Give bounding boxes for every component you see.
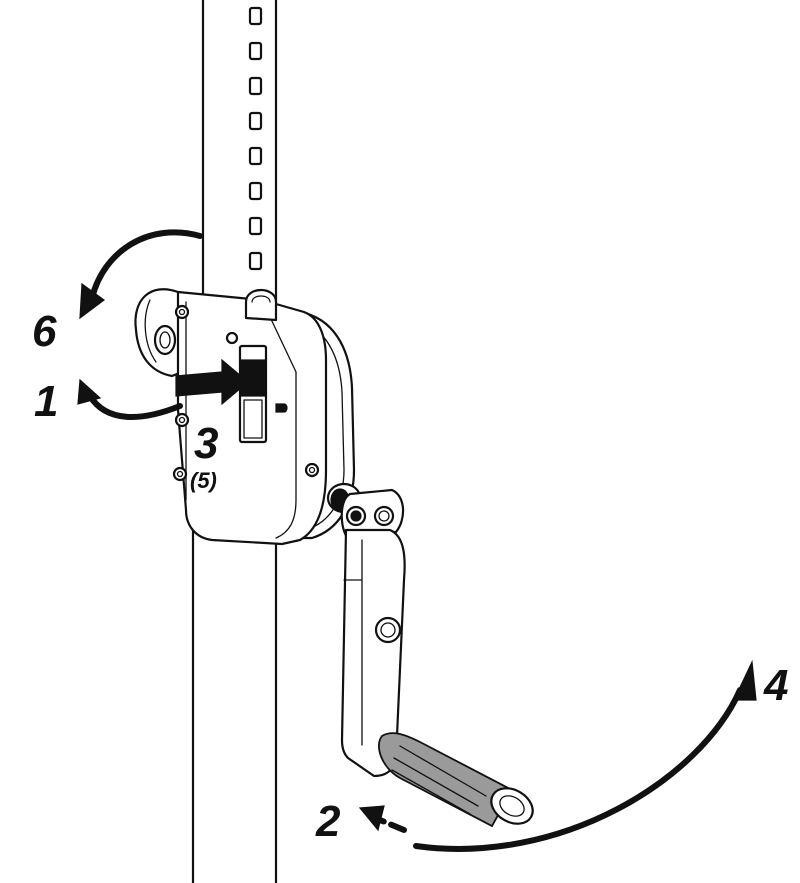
step-2-label: 2 [315, 797, 341, 846]
inner-mast-tube [201, 0, 278, 307]
crank-arm [340, 528, 406, 778]
adjustment-holes [248, 6, 263, 271]
step-1-label: 1 [34, 377, 58, 426]
locking-knob [134, 288, 184, 378]
crank-grip [378, 732, 534, 828]
crank-return-arrow [358, 805, 407, 833]
rotate-knob-up-arrow [79, 229, 203, 320]
housing-window [238, 344, 268, 444]
outer-mast-tube [191, 498, 278, 883]
rotate-knob-down-arrow [77, 378, 183, 420]
push-window-arrow [175, 358, 249, 406]
top-latch [244, 288, 278, 322]
step-5-label: (5) [190, 468, 217, 493]
crank-rotate-arrow [413, 659, 757, 852]
step-6-label: 6 [32, 307, 57, 356]
handle-pivot [326, 482, 405, 542]
step-4-label: 4 [763, 661, 788, 710]
step-3-label: 3 [194, 419, 218, 468]
